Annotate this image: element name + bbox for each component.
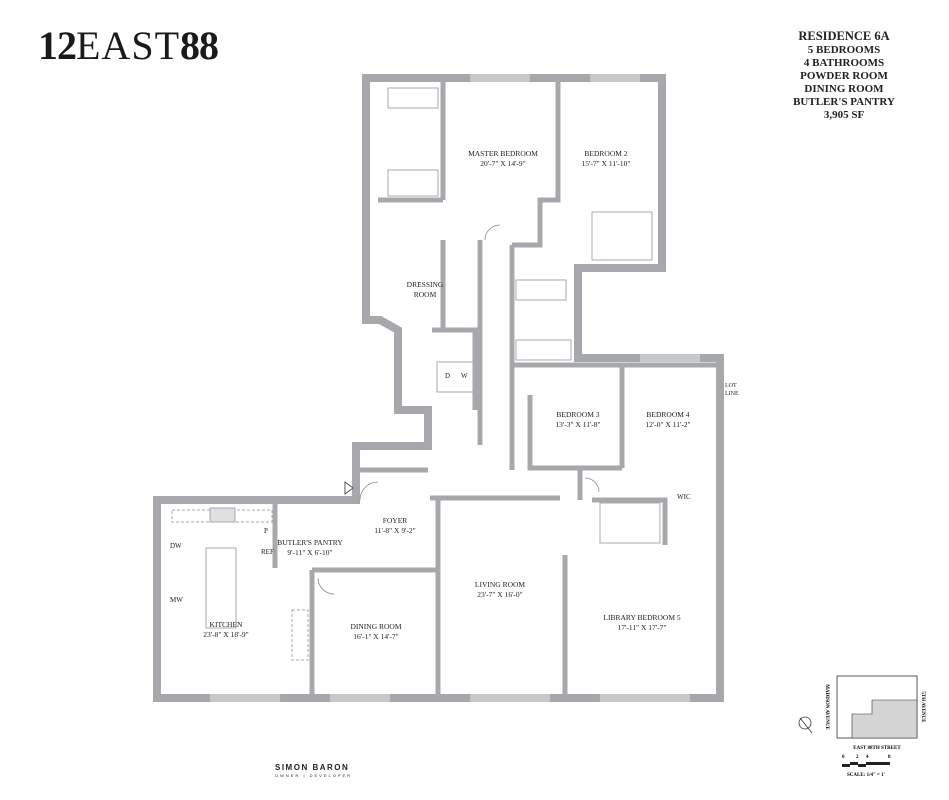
key-street-south: EAST 88TH STREET	[853, 746, 901, 751]
interior-walls	[272, 80, 720, 698]
refrigerator-label: REF	[261, 548, 274, 556]
room-name: BEDROOM 2	[584, 149, 628, 158]
washer-label: W	[461, 372, 468, 380]
room-dims: 12'-0" x 11'-2"	[645, 420, 691, 429]
key-street-east: 5TH AVENUE	[920, 691, 925, 723]
room-dims: 15'-7" x 11'-10"	[581, 159, 631, 168]
room-dims: 13'-3" x 11'-8"	[555, 420, 601, 429]
scale-tick: 0	[842, 755, 845, 760]
room-dims: 16'-1" x 14'-7"	[353, 632, 399, 641]
room-dims: 23'-8" x 18'-9"	[203, 630, 249, 639]
room-dims: 9'-11" x 6'-10"	[287, 548, 333, 557]
room-name: FOYER	[382, 516, 408, 525]
lot-line-label: LOT LINE	[725, 383, 739, 397]
room-name: KITCHEN	[209, 620, 243, 629]
exterior-walls	[153, 74, 724, 702]
entry-arrow-icon	[344, 481, 354, 495]
room-dressing-room: DRESSING ROOM	[400, 280, 450, 300]
room-bedroom-4: BEDROOM 412'-0" x 11'-2"	[645, 410, 690, 430]
residence-title: RESIDENCE 6A	[798, 29, 890, 43]
room-name: DRESSING ROOM	[406, 280, 444, 299]
developer-role: OWNER | DEVELOPER	[275, 773, 353, 778]
logo-part: EAST	[76, 23, 180, 68]
room-bedroom-2: BEDROOM 215'-7" x 11'-10"	[582, 149, 631, 169]
logo-part: 12	[38, 23, 77, 68]
pantry-label: P	[264, 527, 268, 535]
microwave-label: MW	[170, 596, 183, 604]
scale-bar: 0 2 4 8 SCALE: 1/4" = 1'	[842, 755, 891, 778]
fixtures	[171, 87, 661, 661]
walk-in-closet-label: WIC	[677, 493, 691, 501]
summary-line: 3,905 SF	[823, 109, 865, 121]
scale-label: SCALE: 1/4" = 1'	[847, 773, 886, 778]
summary-line: 5 BEDROOMS	[807, 44, 881, 56]
door-swings	[317, 224, 600, 595]
brand-logo: 12EAST88	[38, 23, 219, 68]
room-name: LIBRARY BEDROOM 5	[603, 613, 681, 622]
developer-name: SIMON BARON	[275, 763, 350, 772]
room-dims: 17'-11" x 17'-7"	[617, 623, 667, 632]
scale-tick: 4	[866, 755, 869, 760]
room-dims: 11'-8" x 9'-2"	[374, 526, 416, 535]
room-name: MASTER BEDROOM	[468, 149, 538, 158]
logo-part: 88	[180, 23, 219, 68]
windows	[210, 74, 700, 702]
room-name: BUTLER'S PANTRY	[277, 538, 343, 547]
key-street-west: MADISON AVENUE	[824, 684, 829, 730]
room-library-bedroom-5: LIBRARY BEDROOM 517'-11" x 17'-7"	[603, 613, 680, 633]
north-compass-icon	[798, 716, 812, 730]
summary-line: BUTLER'S PANTRY	[793, 96, 895, 108]
room-dims: 20'-7" x 14'-9"	[480, 159, 526, 168]
key-plan: EAST 88TH STREET MADISON AVENUE 5TH AVEN…	[798, 675, 925, 751]
summary-line: DINING ROOM	[804, 83, 884, 95]
room-bedroom-3: BEDROOM 313'-3" x 11'-8"	[555, 410, 600, 430]
summary-line: 4 BATHROOMS	[803, 57, 885, 69]
summary-line: POWDER ROOM	[800, 70, 888, 82]
scale-tick: 8	[888, 755, 891, 760]
dishwasher-label: DW	[170, 542, 182, 550]
residence-summary: RESIDENCE 6A 5 BEDROOMS 4 BATHROOMS POWD…	[769, 30, 919, 122]
room-dims: 23'-7" x 16'-0"	[477, 590, 523, 599]
room-name: LIVING ROOM	[474, 580, 526, 589]
room-name: BEDROOM 4	[646, 410, 690, 419]
room-name: BEDROOM 3	[556, 410, 600, 419]
room-name: DINING ROOM	[350, 622, 402, 631]
scale-tick: 2	[856, 755, 859, 760]
dryer-label: D	[445, 372, 451, 380]
